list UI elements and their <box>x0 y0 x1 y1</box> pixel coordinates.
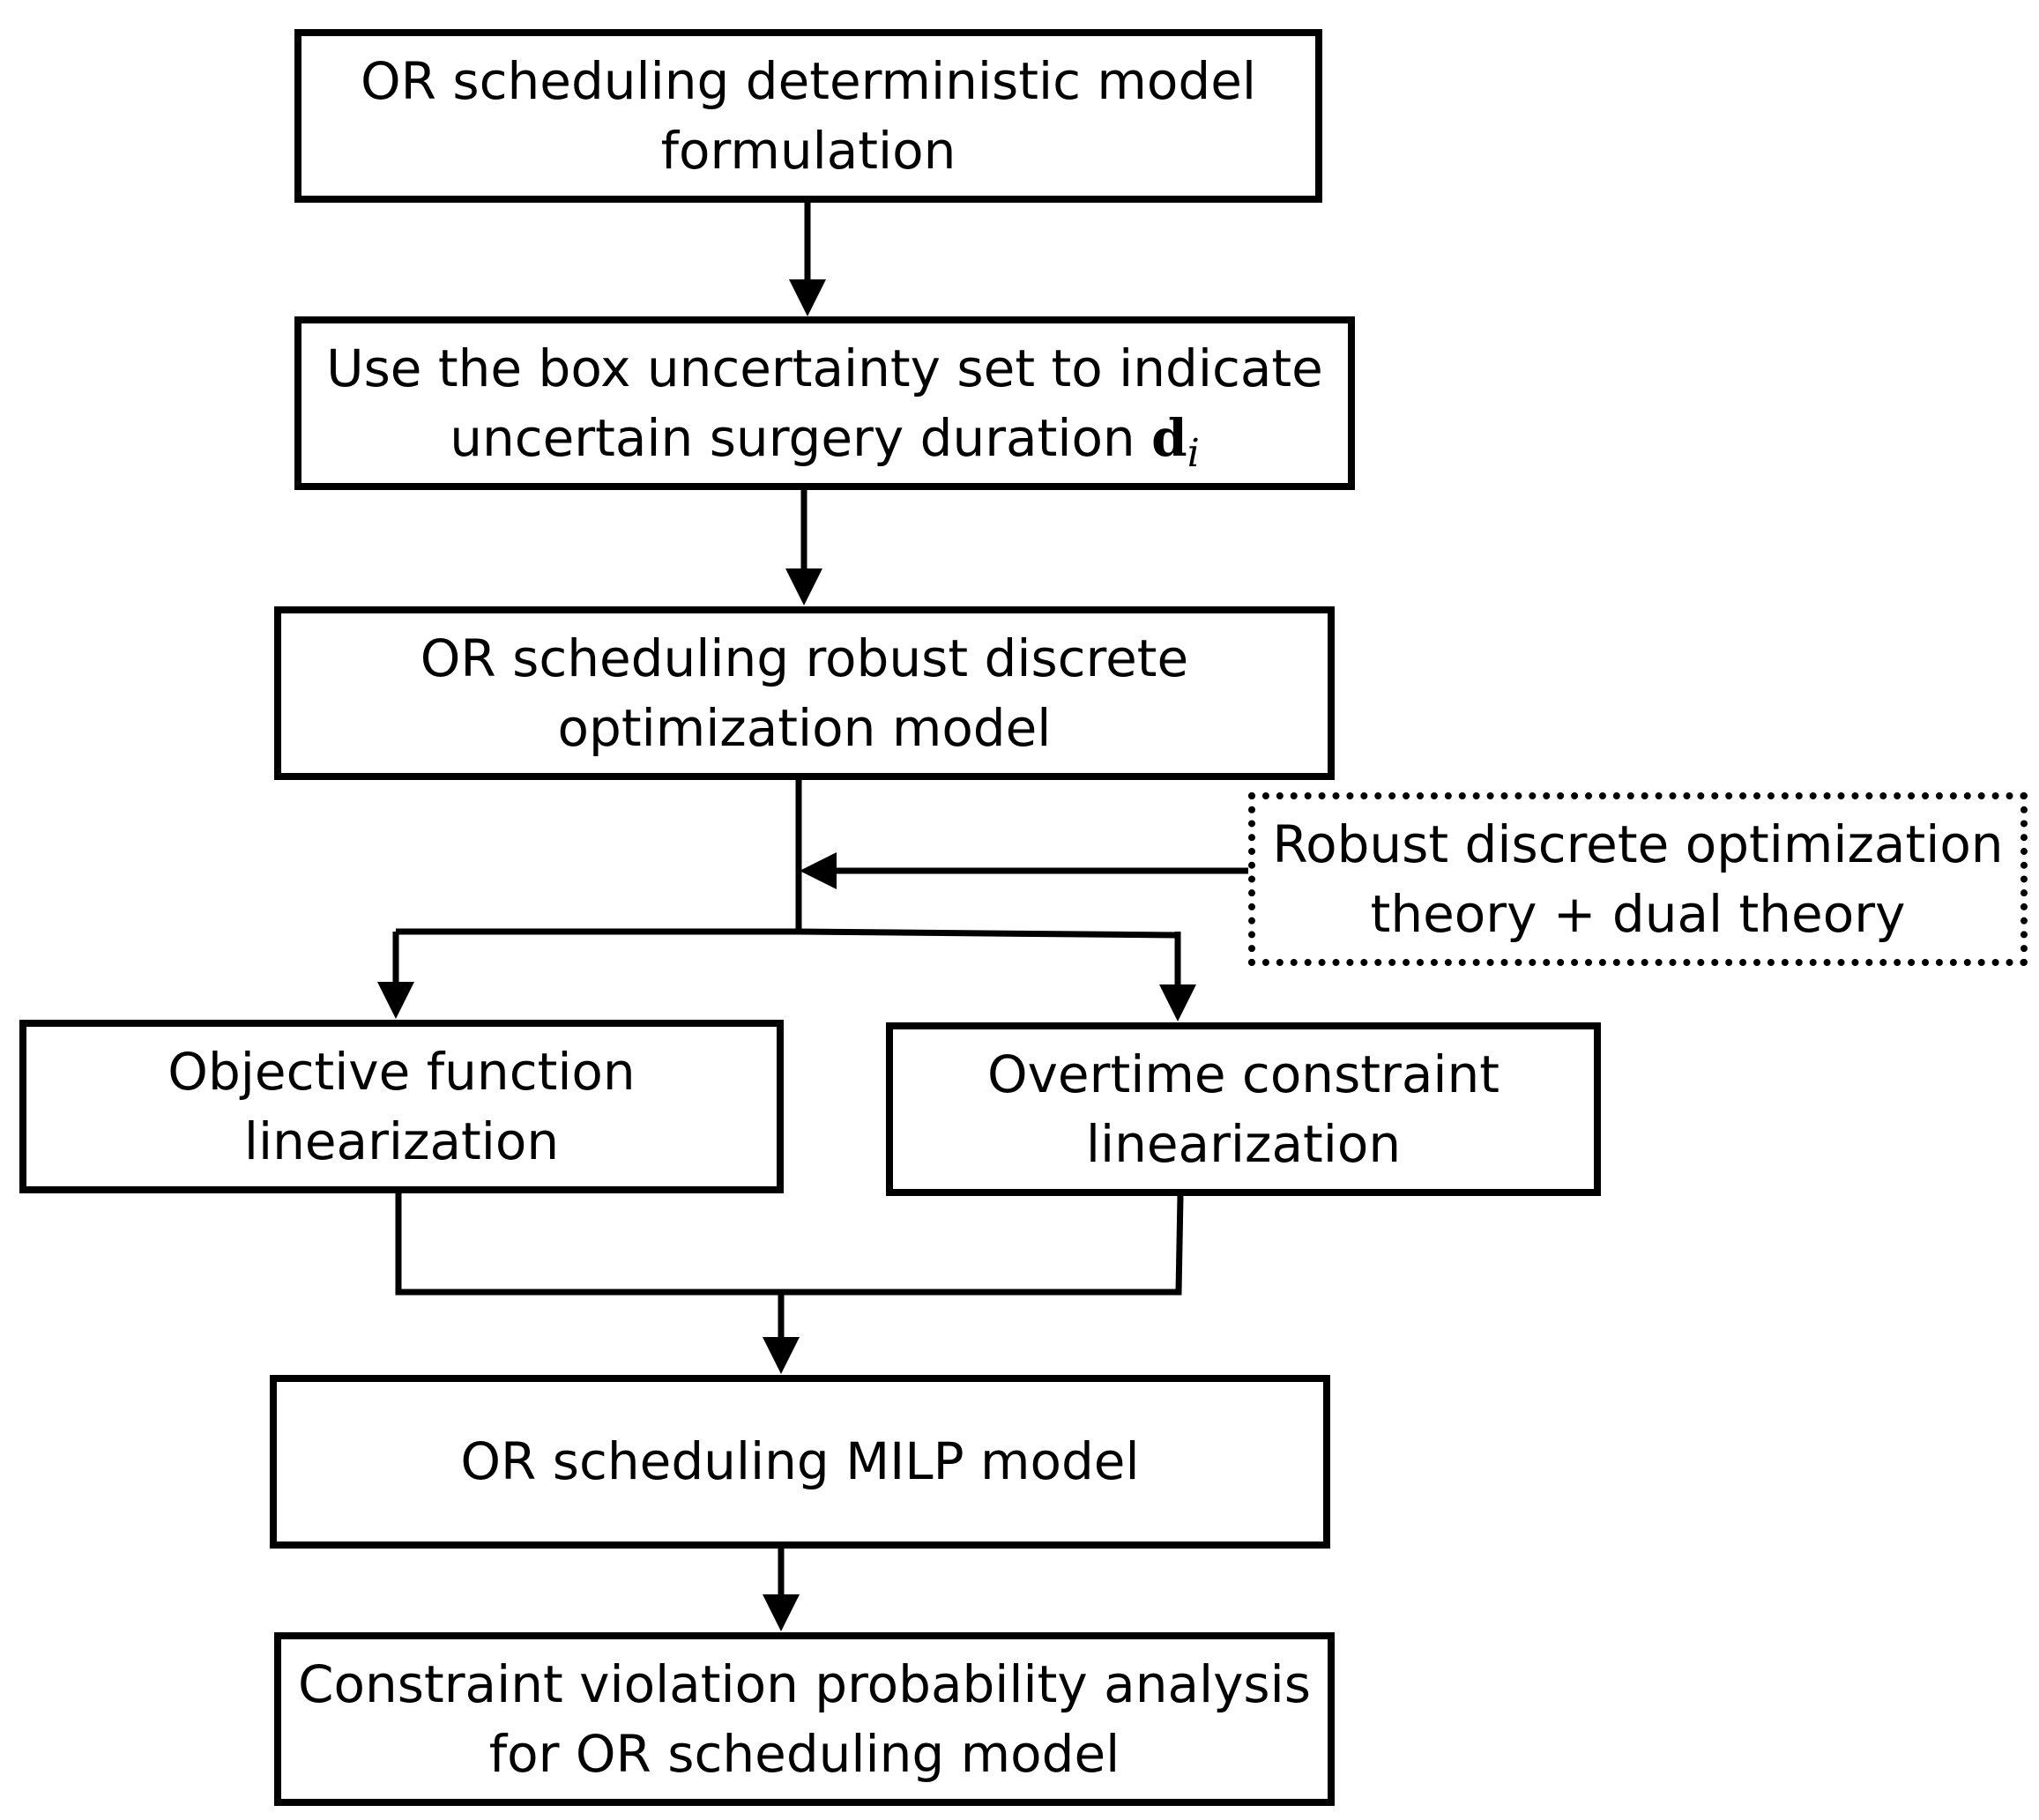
surgery-duration-symbol-base: d <box>1151 407 1187 468</box>
box-uncertainty-set-label: Use the box uncertainty set to indicate … <box>326 334 1323 473</box>
violation-analysis-box: Constraint violation probability analysi… <box>274 1632 1335 1806</box>
objective-linearization-box: Objective function linearization <box>19 1020 784 1193</box>
robust-discrete-model-box: OR scheduling robust discrete optimizati… <box>274 606 1335 780</box>
surgery-duration-symbol: di <box>1151 407 1200 473</box>
deterministic-model-box: OR scheduling deterministic model formul… <box>294 29 1322 203</box>
edge-merge <box>395 1193 1184 1296</box>
robust-dual-theory-label: Robust discrete optimization theory + du… <box>1272 813 2004 944</box>
box-uncertainty-set-box: Use the box uncertainty set to indicate … <box>294 316 1355 490</box>
deterministic-model-label: OR scheduling deterministic model formul… <box>361 50 1256 181</box>
objective-linearization-label: Objective function linearization <box>167 1041 636 1171</box>
milp-model-label: OR scheduling MILP model <box>460 1431 1140 1491</box>
robust-discrete-model-label: OR scheduling robust discrete optimizati… <box>420 628 1189 758</box>
violation-analysis-label: Constraint violation probability analysi… <box>298 1653 1311 1784</box>
robust-dual-theory-box: Robust discrete optimization theory + du… <box>1248 792 2028 966</box>
surgery-duration-symbol-subscript: i <box>1187 430 1200 476</box>
overtime-linearization-box: Overtime constraint linearization <box>886 1022 1601 1196</box>
box-uncertainty-set-text: Use the box uncertainty set to indicate … <box>326 338 1323 468</box>
edge-split-horizontal <box>396 928 1179 939</box>
milp-model-box: OR scheduling MILP model <box>270 1375 1330 1549</box>
overtime-linearization-label: Overtime constraint linearization <box>986 1044 1500 1174</box>
